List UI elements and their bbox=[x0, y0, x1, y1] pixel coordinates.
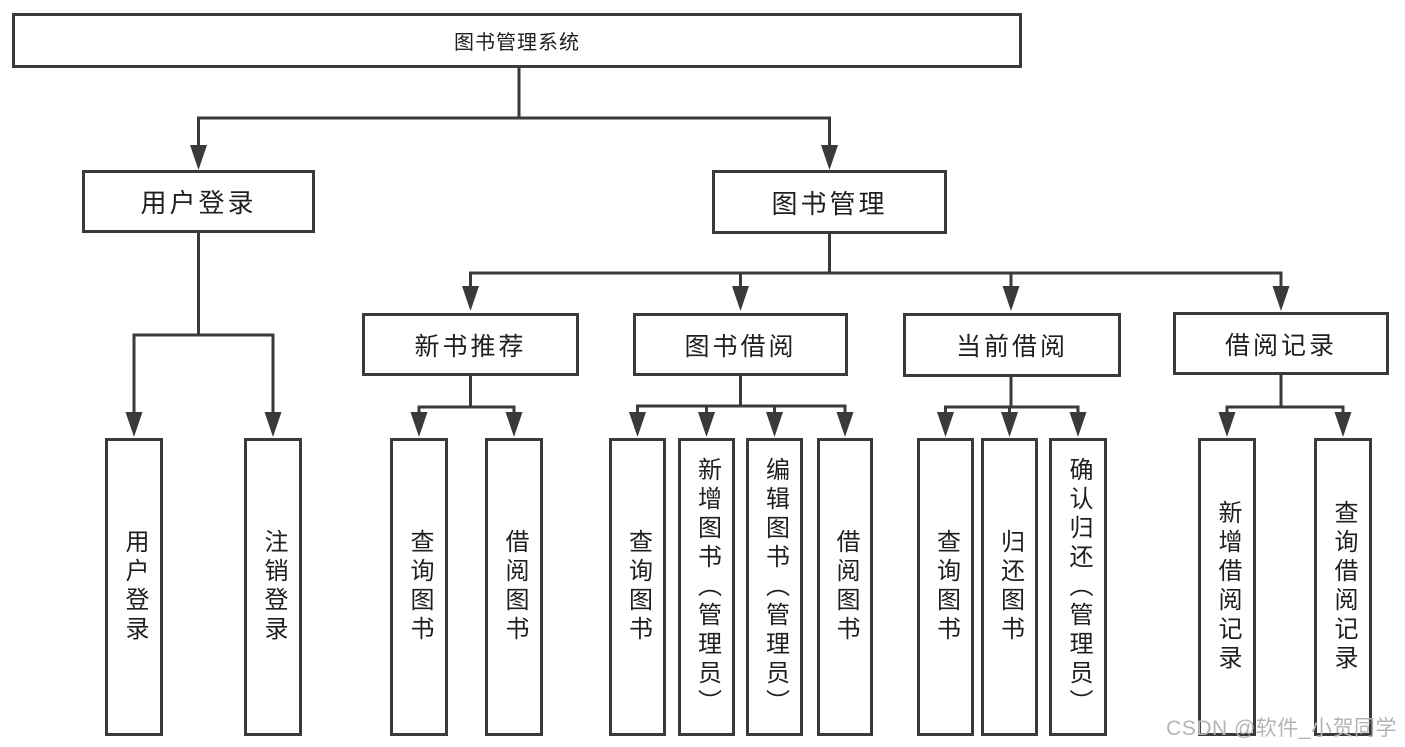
leaf-query-borrow-record: 查询借阅记录 bbox=[1314, 438, 1372, 736]
arrowhead-icon bbox=[629, 412, 646, 437]
arrowhead-icon bbox=[462, 286, 479, 311]
arrowhead-icon bbox=[410, 412, 428, 437]
node-current-borrowing: 当前借阅 bbox=[903, 313, 1121, 377]
connector-current-borrowing-to-leaves bbox=[937, 377, 1087, 437]
node-new-book-recommendation: 新书推荐 bbox=[362, 313, 579, 376]
arrowhead-icon bbox=[264, 412, 282, 437]
arrowhead-icon bbox=[125, 412, 143, 437]
arrowhead-icon bbox=[732, 286, 749, 311]
leaf-user-login: 用户登录 bbox=[105, 438, 163, 736]
arrowhead-icon bbox=[698, 412, 715, 437]
leaf-return-books: 归还图书 bbox=[981, 438, 1038, 736]
connector-line bbox=[417, 376, 516, 414]
arrowhead-icon bbox=[505, 412, 523, 437]
connector-line bbox=[132, 233, 275, 414]
node-root: 图书管理系统 bbox=[12, 13, 1022, 68]
leaf-logout: 注销登录 bbox=[244, 438, 302, 736]
leaf-borrow-books-recommend: 借阅图书 bbox=[485, 438, 543, 736]
connector-new-book-recommendation-to-leaves bbox=[410, 376, 523, 437]
leaf-confirm-return-admin: 确认归还（管理员） bbox=[1049, 438, 1107, 736]
connector-line bbox=[1225, 375, 1345, 414]
leaf-add-books-admin: 新增图书（管理员） bbox=[678, 438, 735, 736]
connector-line bbox=[944, 377, 1080, 414]
arrowhead-icon bbox=[836, 412, 854, 437]
node-book-borrowing: 图书借阅 bbox=[633, 313, 848, 376]
connector-book-management-to-level3 bbox=[462, 234, 1290, 311]
node-book-management: 图书管理 bbox=[712, 170, 947, 234]
arrowhead-icon bbox=[1069, 412, 1087, 437]
arrowhead-icon bbox=[1334, 412, 1352, 437]
leaf-query-books-borrow: 查询图书 bbox=[609, 438, 666, 736]
connector-book-borrowing-to-leaves bbox=[629, 376, 854, 437]
leaf-query-books-recommend: 查询图书 bbox=[390, 438, 448, 736]
arrowhead-icon bbox=[1001, 412, 1018, 437]
connector-line bbox=[636, 376, 847, 414]
arrowhead-icon bbox=[190, 145, 207, 170]
arrowhead-icon bbox=[821, 145, 838, 170]
node-borrowing-records: 借阅记录 bbox=[1173, 312, 1389, 375]
arrowhead-icon bbox=[1002, 286, 1020, 311]
leaf-edit-books-admin: 编辑图书（管理员） bbox=[746, 438, 803, 736]
connector-line bbox=[469, 234, 1283, 289]
connector-user-login-to-leaves bbox=[125, 233, 282, 437]
watermark: CSDN @软件_小贺同学 bbox=[1166, 717, 1397, 740]
node-user-login: 用户登录 bbox=[82, 170, 315, 233]
leaf-query-books-current: 查询图书 bbox=[917, 438, 974, 736]
arrowhead-icon bbox=[1272, 286, 1290, 311]
connector-line bbox=[197, 68, 831, 150]
connector-borrowing-records-to-leaves bbox=[1218, 375, 1352, 437]
arrowhead-icon bbox=[1218, 412, 1236, 437]
arrowhead-icon bbox=[766, 412, 783, 437]
arrowhead-icon bbox=[937, 412, 954, 437]
leaf-borrow-books-borrow: 借阅图书 bbox=[817, 438, 873, 736]
connector-root-to-level2 bbox=[190, 68, 838, 170]
leaf-add-borrow-record: 新增借阅记录 bbox=[1198, 438, 1256, 736]
